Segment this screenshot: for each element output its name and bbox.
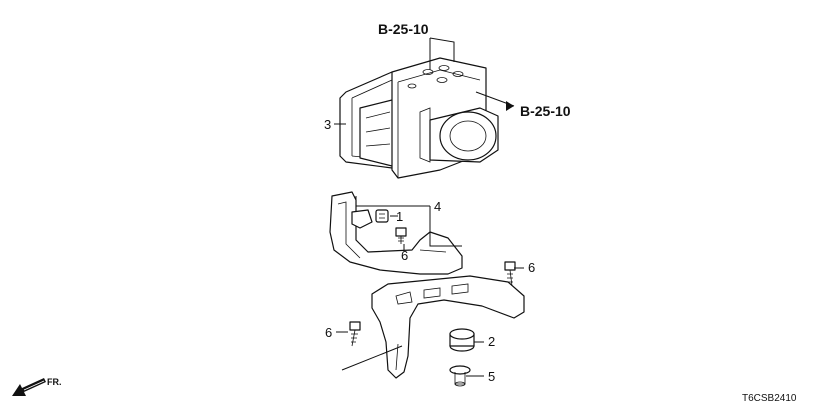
front-direction-label: FR.	[47, 377, 62, 387]
callout-6-right: 6	[528, 260, 535, 275]
rubber-mount-part-2	[449, 328, 475, 352]
ref-label-right: B-25-10	[520, 103, 571, 119]
callout-1: 1	[396, 209, 403, 224]
modulator-unit	[339, 57, 499, 179]
callout-3: 3	[324, 117, 331, 132]
ref-arrow-right	[506, 101, 514, 111]
top-ports	[407, 65, 464, 89]
ref-label-top: B-25-10	[378, 21, 429, 37]
bolt-6-left	[349, 321, 361, 347]
drawing-code: T6CSB2410	[742, 393, 797, 404]
bolt-6-upper	[395, 227, 407, 244]
mounting-bracket	[329, 191, 463, 275]
callout-5: 5	[488, 369, 495, 384]
grommet-part-1	[375, 209, 389, 223]
callout-2: 2	[488, 334, 495, 349]
pump-motor	[419, 107, 499, 163]
collar-part-5	[449, 365, 471, 387]
callout-4: 4	[434, 199, 441, 214]
front-direction-arrow-icon	[12, 378, 46, 396]
bolt-6-right	[504, 261, 516, 287]
lower-bracket	[371, 275, 525, 379]
callout-6-left: 6	[325, 325, 332, 340]
leader-lines	[334, 37, 524, 377]
callout-6-upper: 6	[401, 248, 408, 263]
